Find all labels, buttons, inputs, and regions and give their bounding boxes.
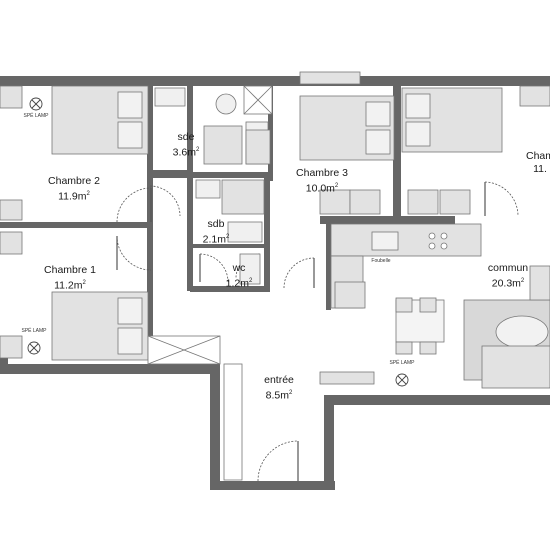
wall-entry-left [210,364,220,490]
wall-chambre-divider [0,222,150,228]
nightstand [0,85,23,109]
wall-top [0,76,550,86]
wall-sde-bottom [193,172,270,178]
label-wc: wc 1.2m2 [225,262,253,290]
desk-chambre1 [0,231,23,255]
wall-right-bottom [324,395,550,405]
wall-kitchen-stub [320,216,455,224]
coffee-table [495,315,549,349]
lamp-icon [395,373,409,387]
wall-left-bottom [0,364,210,374]
lamp-note: SPÉ LAMP [23,113,49,119]
door-entree [257,440,299,482]
wall-kitchen-left [326,224,331,310]
door-chambre3 [283,257,315,289]
wall-bath-bottom [190,286,270,292]
door-chambre2 [116,187,152,223]
label-chambre2: Chambre 2 11.9m2 [48,175,100,203]
door-chambre4 [484,181,519,217]
wardrobe [299,71,361,85]
wall-bedrooms-right [147,86,153,356]
lamp-symbols [27,97,409,387]
label-chambre4: Cham 11. [525,150,550,175]
label-commun: commun 20.3m2 [487,262,529,290]
lamp-note: SPÉ LAMP [21,328,47,334]
kitchen-counter [330,223,482,257]
sofa [481,345,550,389]
wall-chambre3-left [268,86,273,181]
shower-sdb [221,179,265,215]
wall-bath-right [264,176,270,292]
walls [0,76,550,490]
lamp-icon [29,97,43,111]
label-chambre1: Chambre 1 11.2m2 [44,264,96,292]
washer [215,93,237,115]
furniture [0,71,550,481]
label-sde: sde 3.6m2 [172,131,200,159]
lamp-icon [27,341,41,355]
label-sdb: sdb 2.1m2 [202,218,230,246]
door-chambre1 [116,235,152,271]
entry-closet [223,363,243,481]
wall-chambre3-right [393,86,401,216]
label-entree: entrée 8.5m2 [264,374,294,402]
bathtub-sde [154,87,186,107]
wall-sde-left-block [150,170,188,178]
door-sdb [199,253,229,283]
door-sde [149,185,181,217]
wall-bath-left [187,86,193,291]
fourbelle-note: Foubelle [371,258,391,264]
lamp-note: SPÉ LAMP [389,360,415,366]
wall-sdb-wc [193,244,264,248]
desk-chambre2 [0,199,23,221]
wall-entry-bottom [210,481,335,490]
wall-entry-right [324,395,334,490]
wc-bowl [239,253,261,285]
label-chambre3: Chambre 3 10.0m2 [296,167,348,195]
doors [116,181,519,482]
